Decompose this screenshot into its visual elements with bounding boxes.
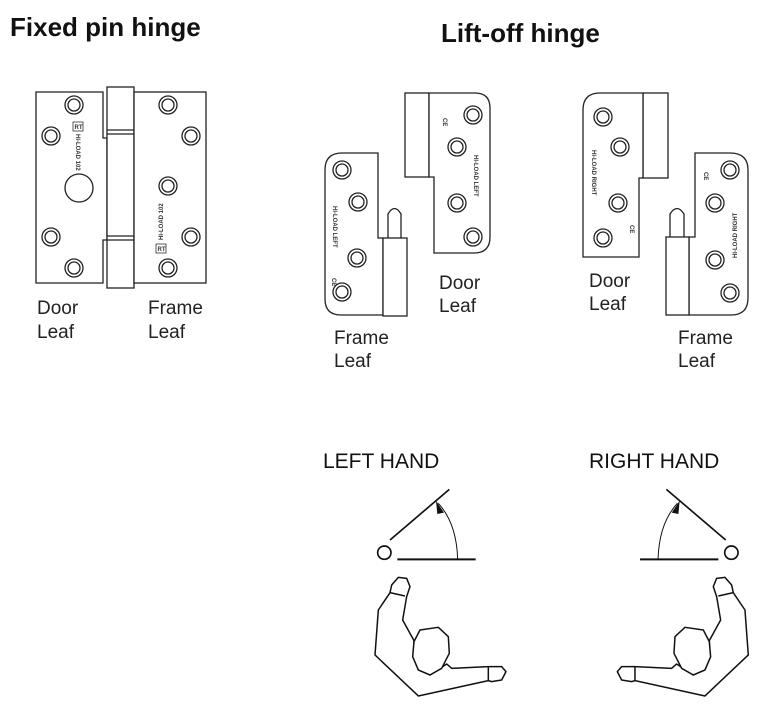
person-icon bbox=[374, 576, 507, 697]
left-hand-label: LEFT HAND bbox=[323, 450, 439, 473]
hi-load-marking: HI-LOAD 102 bbox=[159, 203, 165, 240]
frame-leaf-label: Leaf bbox=[334, 351, 372, 372]
hi-load-marking: HI-LOAD RIGHT bbox=[733, 212, 739, 258]
title-fixed-pin-hinge: Fixed pin hinge bbox=[10, 12, 201, 42]
title-lift-off-hinge: Lift-off hinge bbox=[441, 18, 600, 48]
ce-mark: CE bbox=[628, 225, 634, 233]
door-leaf-label: Door bbox=[439, 273, 481, 294]
rt-stamp: RT bbox=[158, 247, 166, 253]
door-leaf-label: Door bbox=[37, 298, 79, 319]
frame-leaf-label: Leaf bbox=[678, 351, 716, 372]
door-leaf-label: Leaf bbox=[37, 322, 75, 343]
door-leaf-label: Leaf bbox=[589, 294, 627, 315]
hi-load-marking: HI-LOAD RIGHT bbox=[590, 150, 596, 196]
frame-leaf-label: Frame bbox=[678, 328, 733, 349]
door-leaf bbox=[428, 92, 491, 254]
frame-leaf-label: Frame bbox=[148, 298, 203, 319]
hi-load-marking: HI-LOAD 102 bbox=[74, 134, 80, 171]
frame-knuckle bbox=[665, 236, 690, 316]
door-swing-arrow-icon bbox=[639, 488, 740, 561]
pin-hole bbox=[64, 173, 94, 203]
person-icon bbox=[616, 576, 750, 697]
lift-pin bbox=[669, 207, 685, 237]
right-hand-swing bbox=[639, 488, 740, 561]
door-knuckle bbox=[642, 92, 669, 179]
right-hand-label: RIGHT HAND bbox=[589, 450, 719, 473]
frame-leaf bbox=[324, 152, 384, 316]
right-hand-person bbox=[616, 576, 750, 697]
hi-load-marking: HI-LOAD LEFT bbox=[472, 155, 478, 197]
lift-off-hinge-right: HI-LOAD RIGHT CE CE HI-LOAD RIGHT Door L… bbox=[582, 92, 749, 372]
frame-knuckle bbox=[382, 237, 408, 317]
fixed-knuckle bbox=[106, 86, 135, 289]
fixed-pin-hinge: RT HI-LOAD 102 RT HI-LOAD 102 Door Leaf … bbox=[35, 86, 207, 343]
door-leaf-label: Leaf bbox=[439, 296, 477, 317]
hi-load-marking: HI-LOAD LEFT bbox=[331, 206, 337, 248]
door-leaf bbox=[582, 92, 644, 258]
frame-leaf-label: Leaf bbox=[148, 322, 186, 343]
lift-pin bbox=[387, 207, 402, 238]
door-swing-arrow-icon bbox=[376, 488, 477, 561]
ce-mark: CE bbox=[702, 172, 708, 180]
frame-leaf bbox=[688, 152, 749, 316]
ce-mark: CE bbox=[330, 278, 336, 286]
door-leaf-label: Door bbox=[589, 271, 631, 292]
frame-leaf-label: Frame bbox=[334, 328, 389, 349]
rt-stamp: RT bbox=[75, 125, 83, 131]
ce-mark: CE bbox=[441, 118, 447, 126]
door-knuckle bbox=[404, 92, 430, 178]
left-hand-swing bbox=[374, 488, 507, 697]
lift-off-hinge-left: CE HI-LOAD LEFT HI-LOAD LEFT CE Door Lea… bbox=[324, 92, 491, 372]
